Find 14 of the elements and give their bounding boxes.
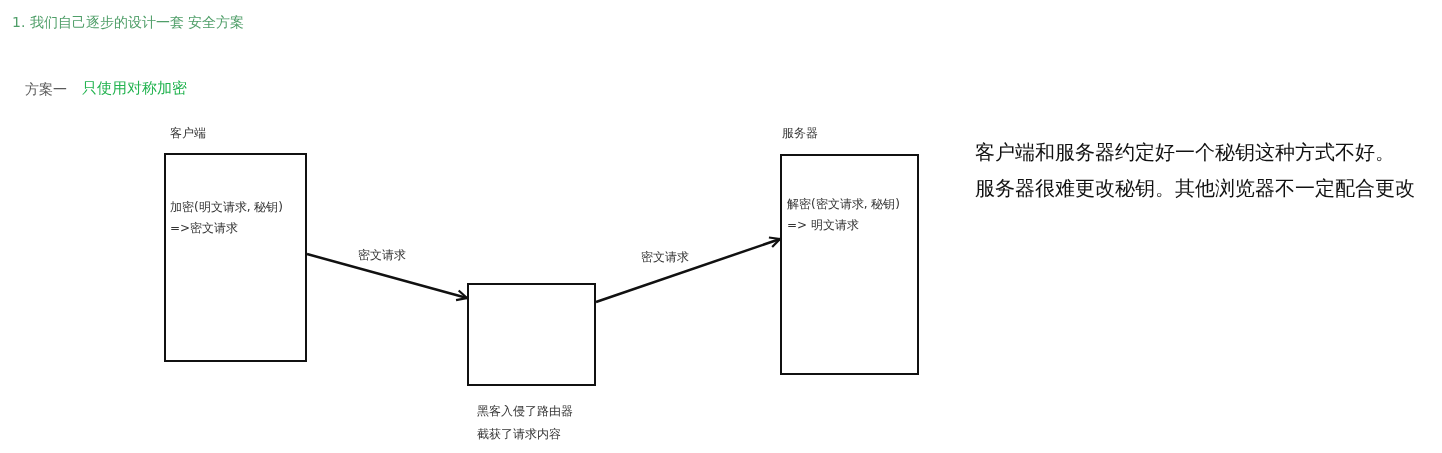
arrow [595,236,782,304]
section-label: 方案一 [25,80,67,98]
box-heading: 客户端 [170,125,206,141]
note-text: 客户端和服务器约定好一个秘钥这种方式不好。 [975,140,1395,164]
box-heading: 服务器 [782,125,818,141]
caption-text: 黑客入侵了路由器截获了请求内容 [477,403,574,443]
edge-label: 密文请求 [357,247,407,263]
note-text: 服务器很难更改秘钥。其他浏览器不一定配合更改 [975,176,1415,200]
section-title: 只使用对称加密 [82,79,187,98]
box-body-text: 加密(明文请求, 秘钥) =>密文请求 [170,199,284,237]
arrow [306,252,469,302]
page-title: 1. 我们自己逐步的设计一套 安全方案 [12,13,245,31]
edge-label: 密文请求 [640,249,690,265]
box-body-text: 解密(密文请求, 秘钥) => 明文请求 [787,196,901,234]
